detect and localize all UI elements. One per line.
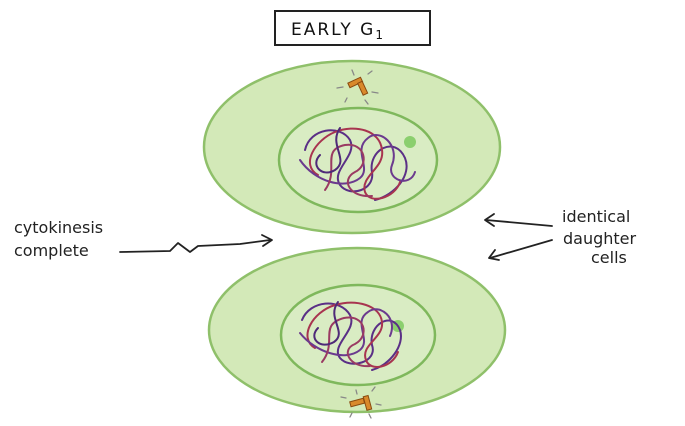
bottom-daughter-cell xyxy=(207,246,507,419)
chromatin-icon xyxy=(299,127,416,201)
daughter-cells-label: identical daughter cells xyxy=(562,207,637,267)
arrow-icon xyxy=(119,234,273,253)
top-daughter-cell xyxy=(202,59,502,235)
title-text: EARLY G1 xyxy=(291,20,385,42)
bottom-cell-nucleus xyxy=(279,283,437,387)
chromatin-icon xyxy=(299,301,402,371)
top-cell-nucleus xyxy=(277,106,439,214)
title-box: EARLY G1 xyxy=(274,10,431,46)
left-label-line1: cytokinesis xyxy=(14,218,103,237)
right-label-line1: identical xyxy=(562,207,630,226)
cytokinesis-label: cytokinesis complete xyxy=(14,218,103,260)
nucleolus-icon xyxy=(404,136,416,148)
arrow-icon xyxy=(484,213,553,227)
right-label-line2: daughter xyxy=(563,229,637,248)
centrosome-icon xyxy=(340,386,382,419)
centrosome-icon xyxy=(336,69,379,105)
right-label-line3: cells xyxy=(591,248,627,267)
arrow-icon xyxy=(488,239,553,261)
left-label-line2: complete xyxy=(14,241,89,260)
